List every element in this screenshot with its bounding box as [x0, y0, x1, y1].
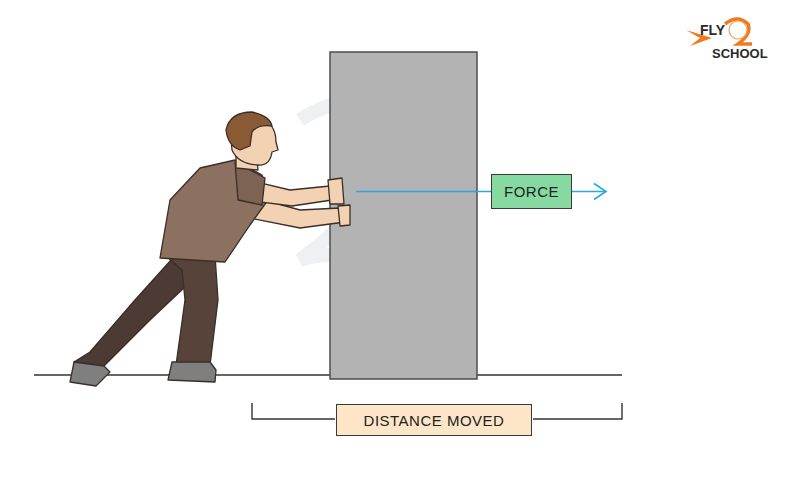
logo-mark — [686, 19, 752, 46]
distance-box: DISTANCE MOVED — [336, 404, 532, 436]
box-label: DISTANCE MOVED — [364, 412, 505, 429]
force-box: FORCE — [491, 174, 572, 209]
distance-bracket — [533, 403, 622, 419]
force-arrowhead — [594, 184, 606, 200]
force-arrow-line — [356, 191, 491, 193]
ground-line — [34, 374, 622, 376]
force-arrow-line — [572, 191, 606, 193]
logo-text: SCHOOL — [712, 46, 768, 61]
block — [330, 52, 477, 379]
logo-text: FLY — [700, 22, 725, 38]
distance-bracket — [252, 403, 335, 419]
man-figure — [70, 112, 350, 386]
box-label: FORCE — [504, 183, 559, 200]
